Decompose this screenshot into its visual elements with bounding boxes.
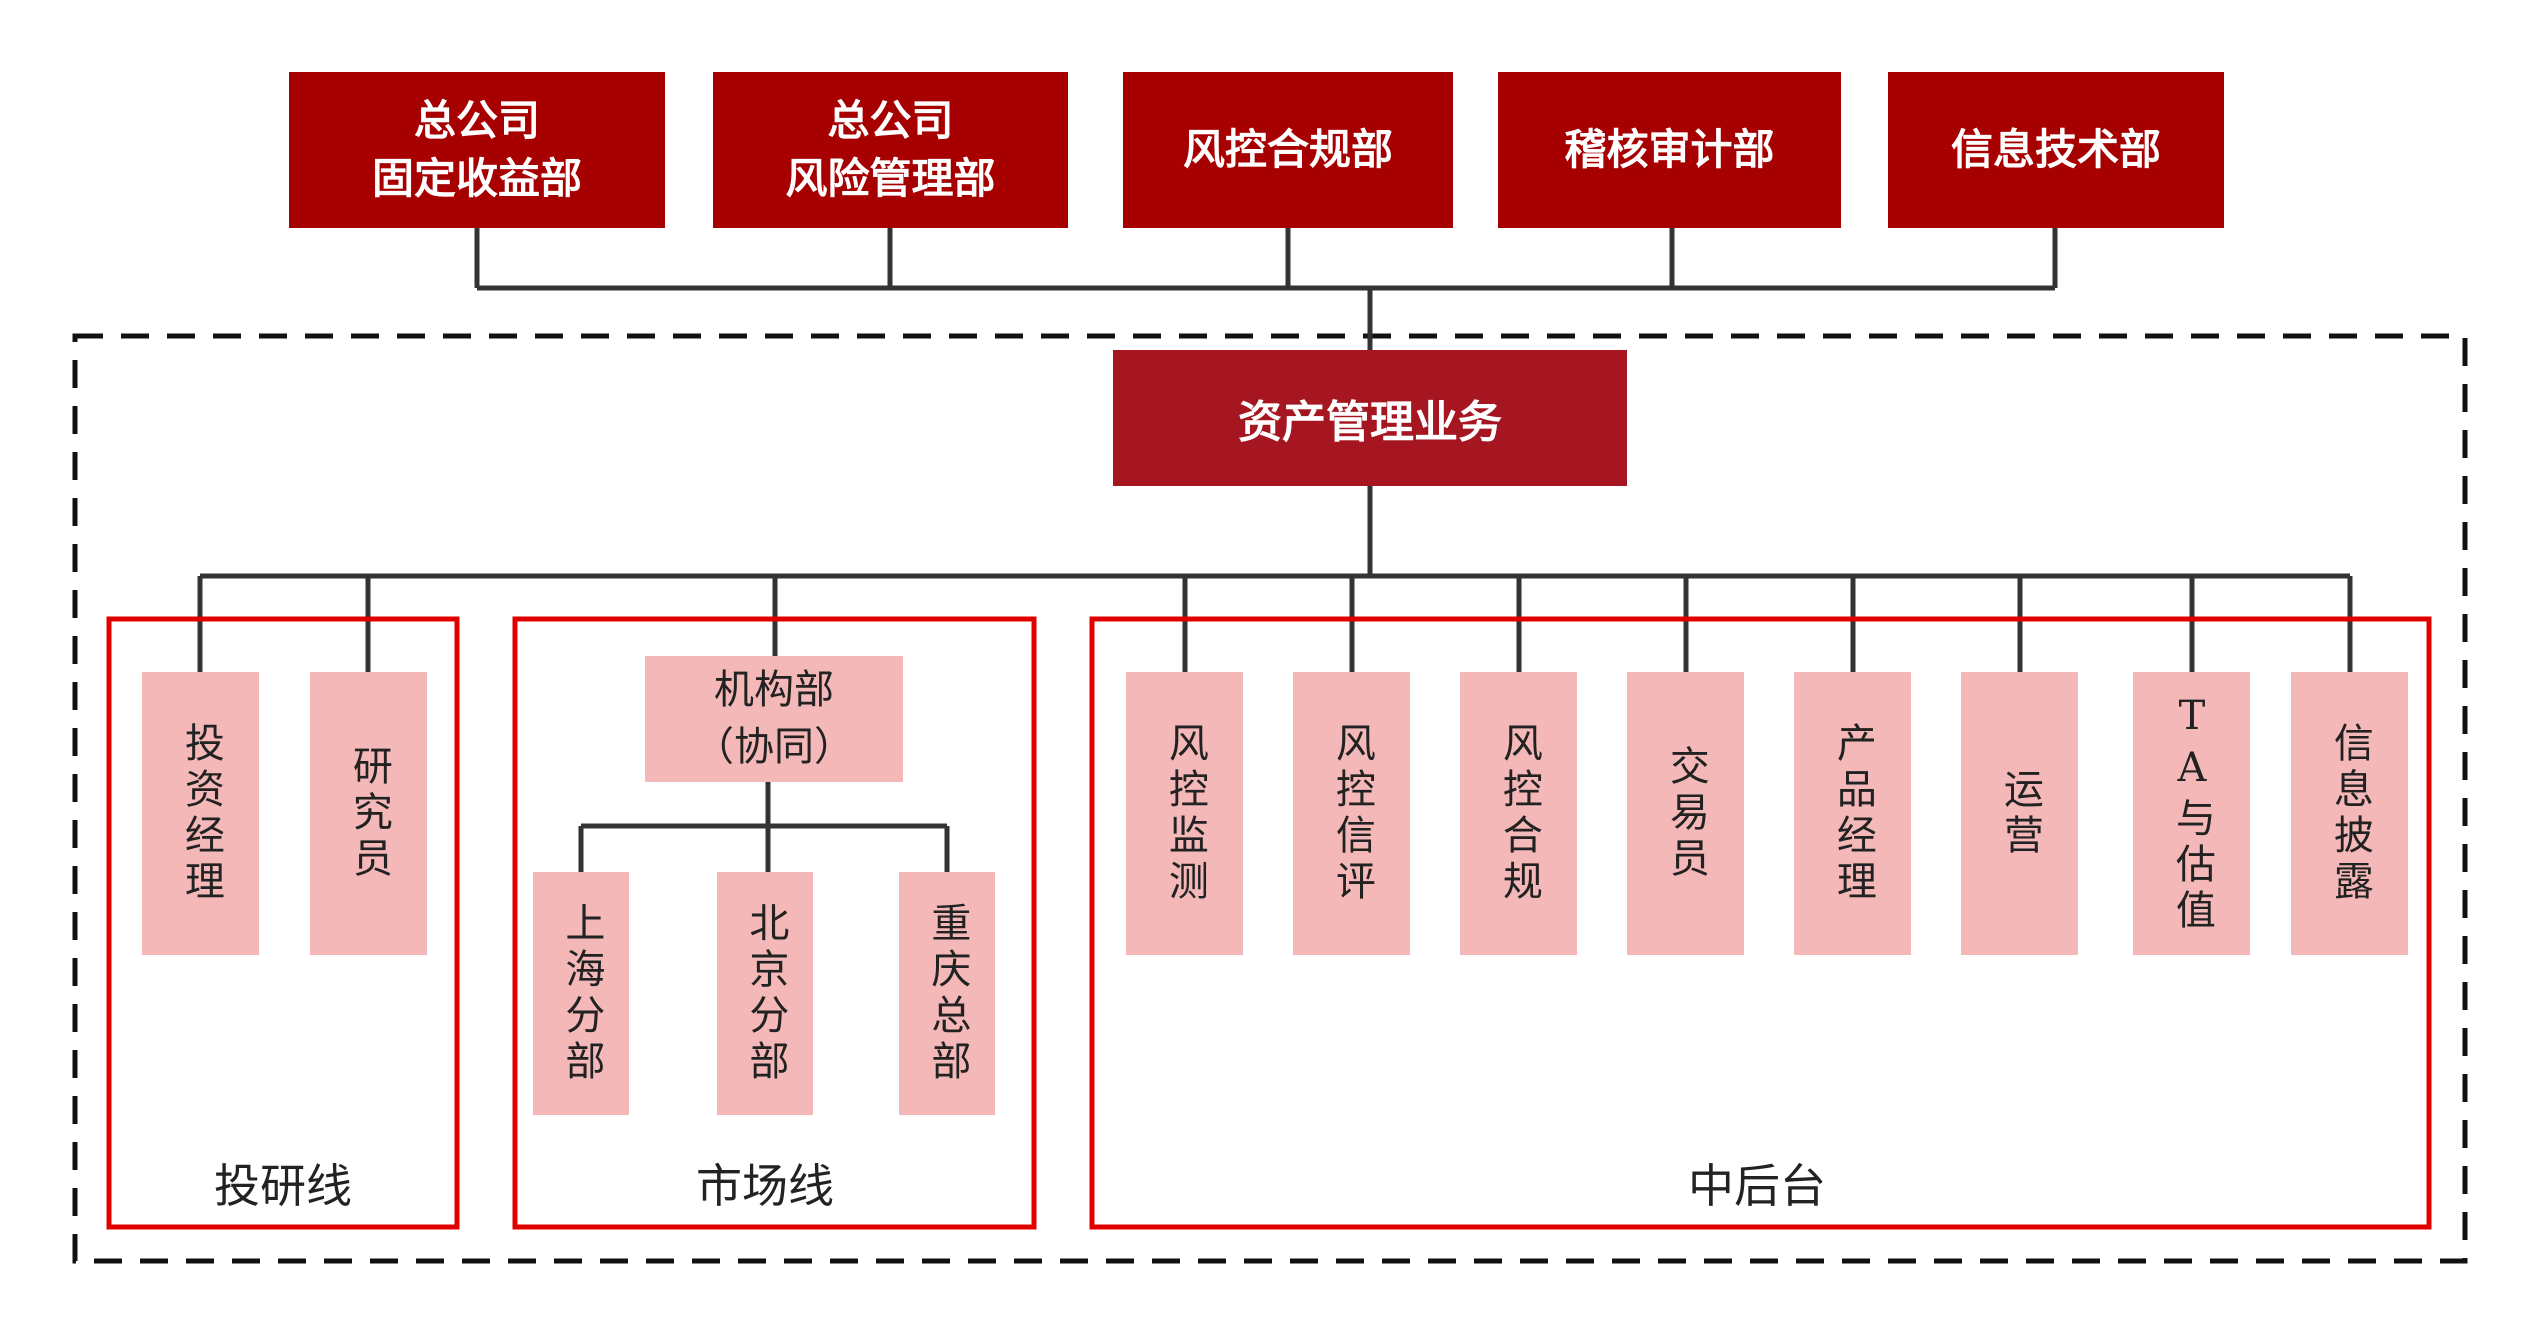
dept-risk-management[interactable]: 总公司 风险管理部 (713, 72, 1068, 228)
node-chongqing-hq[interactable]: 重庆总部 (899, 872, 995, 1115)
node-risk-monitoring[interactable]: 风控监测 (1126, 672, 1243, 955)
dept-audit[interactable]: 稽核审计部 (1498, 72, 1841, 228)
dept-fixed-income[interactable]: 总公司 固定收益部 (289, 72, 665, 228)
node-ta-valuation[interactable]: TA与估值 (2133, 672, 2250, 955)
market-border (512, 616, 1037, 1230)
node-researcher[interactable]: 研究员 (310, 672, 427, 955)
node-operations[interactable]: 运营 (1961, 672, 2078, 955)
asset-management-node[interactable]: 资产管理业务 (1113, 350, 1627, 486)
investment-research-border (106, 616, 460, 1230)
node-institution[interactable]: 机构部 （协同） (645, 656, 903, 782)
node-product-manager[interactable]: 产品经理 (1794, 672, 1911, 955)
node-information-disclosure[interactable]: 信息披露 (2291, 672, 2408, 955)
node-trader[interactable]: 交易员 (1627, 672, 1744, 955)
node-beijing-branch[interactable]: 北京分部 (717, 872, 813, 1115)
group-label-market: 市场线 (696, 1159, 834, 1213)
node-shanghai-branch[interactable]: 上海分部 (533, 872, 629, 1115)
group-label-middle-back-office: 中后台 (1688, 1159, 1826, 1213)
node-risk-credit-rating[interactable]: 风控信评 (1293, 672, 1410, 955)
top-connectors (197, 228, 2353, 872)
group-label-investment-research: 投研线 (214, 1159, 352, 1213)
middle-back-office-border (1089, 616, 2432, 1230)
node-risk-compliance[interactable]: 风控合规 (1460, 672, 1577, 955)
dept-risk-compliance[interactable]: 风控合规部 (1123, 72, 1453, 228)
node-portfolio-manager[interactable]: 投资经理 (142, 672, 259, 955)
asset-management-boundary (72, 333, 2468, 1264)
group-borders (106, 616, 2432, 1230)
dept-information-technology[interactable]: 信息技术部 (1888, 72, 2224, 228)
